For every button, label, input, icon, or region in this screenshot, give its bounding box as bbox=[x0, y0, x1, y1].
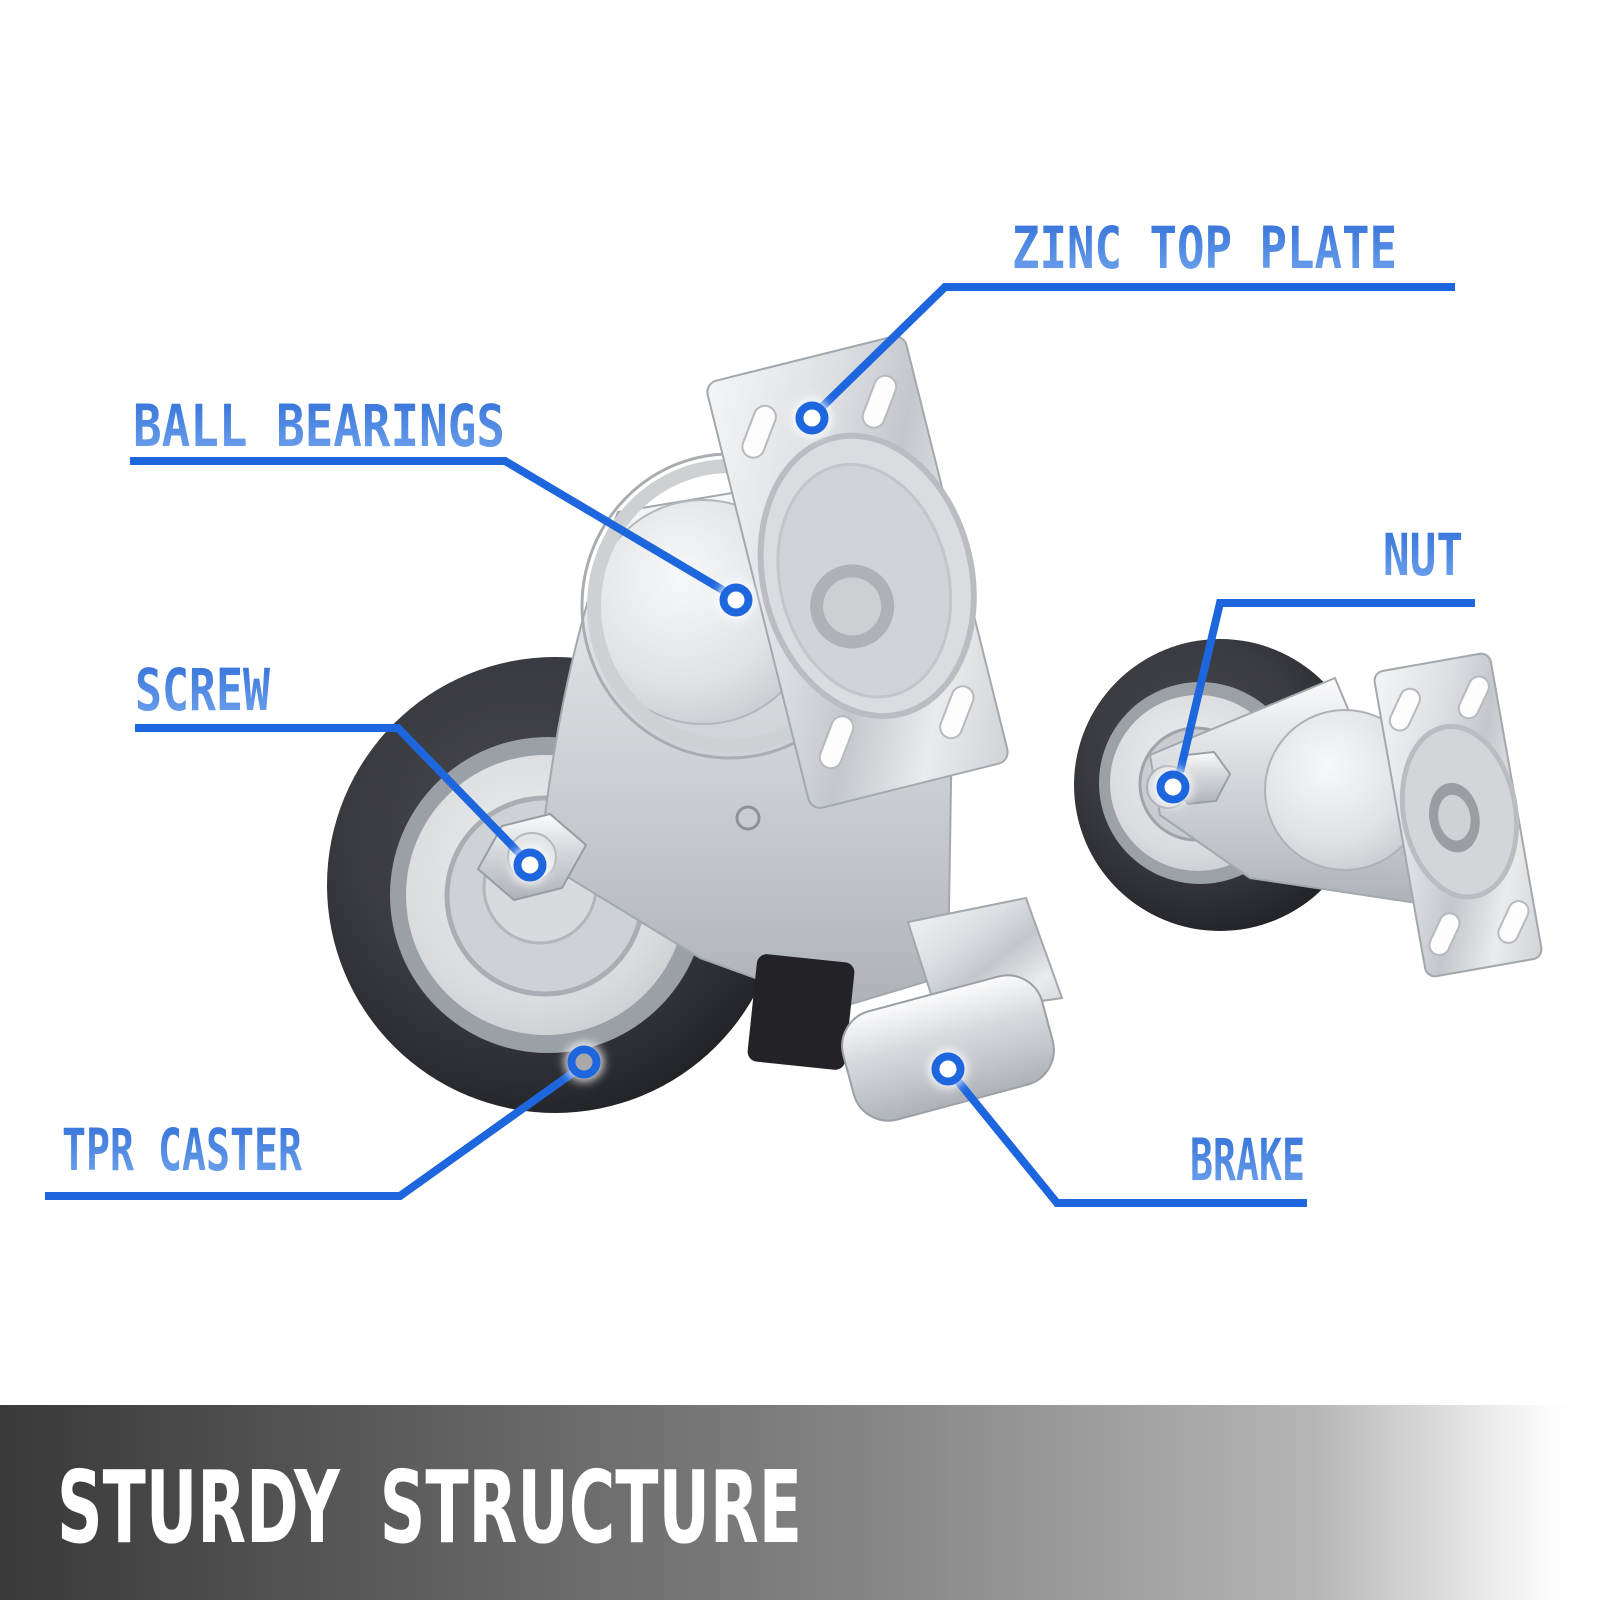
leader-brake bbox=[953, 1077, 1307, 1207]
kingpin bbox=[823, 577, 882, 636]
leader-ball-bearings bbox=[130, 457, 729, 596]
leader-zinc-top-plate bbox=[819, 283, 1455, 410]
callout-dot-ball-bearings bbox=[717, 581, 755, 619]
label-brake: BRAKE bbox=[1190, 1126, 1305, 1194]
fork-rivet bbox=[735, 805, 761, 831]
brake-mechanism-dark bbox=[747, 954, 855, 1070]
callout-lines bbox=[45, 283, 1475, 1207]
callout-labels: ZINC TOP PLATE BALL BEARINGS NUT SCREW T… bbox=[62, 214, 1463, 1194]
label-screw: SCREW bbox=[135, 656, 270, 724]
callout-dot-screw bbox=[511, 846, 549, 884]
main-caster-plate-slots bbox=[741, 374, 975, 770]
small-caster-top-plate bbox=[1373, 652, 1543, 978]
banner-background bbox=[0, 1405, 1600, 1600]
small-caster-plate-slots bbox=[1388, 675, 1530, 957]
leader-nut bbox=[1176, 599, 1475, 773]
leader-screw bbox=[135, 724, 523, 857]
callout-dot-tpr-caster bbox=[565, 1043, 603, 1081]
callout-dot-brake bbox=[929, 1050, 967, 1088]
callout-dots bbox=[511, 399, 1192, 1088]
label-ball-bearings: BALL BEARINGS bbox=[133, 392, 505, 460]
banner-title: STURDY STRUCTURE bbox=[57, 1449, 802, 1566]
bottom-banner: STURDY STRUCTURE bbox=[0, 1405, 1600, 1600]
small-caster-kingpin bbox=[1438, 794, 1471, 841]
small-caster-illustration bbox=[1074, 639, 1543, 978]
callout-dot-zinc-top-plate bbox=[793, 399, 831, 437]
label-zinc-top-plate: ZINC TOP PLATE bbox=[1012, 214, 1397, 282]
leader-tpr-caster bbox=[45, 1068, 577, 1200]
label-nut: NUT bbox=[1383, 521, 1463, 589]
callout-dot-nut bbox=[1154, 768, 1192, 806]
label-tpr-caster: TPR CASTER bbox=[62, 1116, 302, 1184]
main-caster-top-plate bbox=[706, 335, 1009, 809]
brake-pedal bbox=[841, 974, 1055, 1122]
